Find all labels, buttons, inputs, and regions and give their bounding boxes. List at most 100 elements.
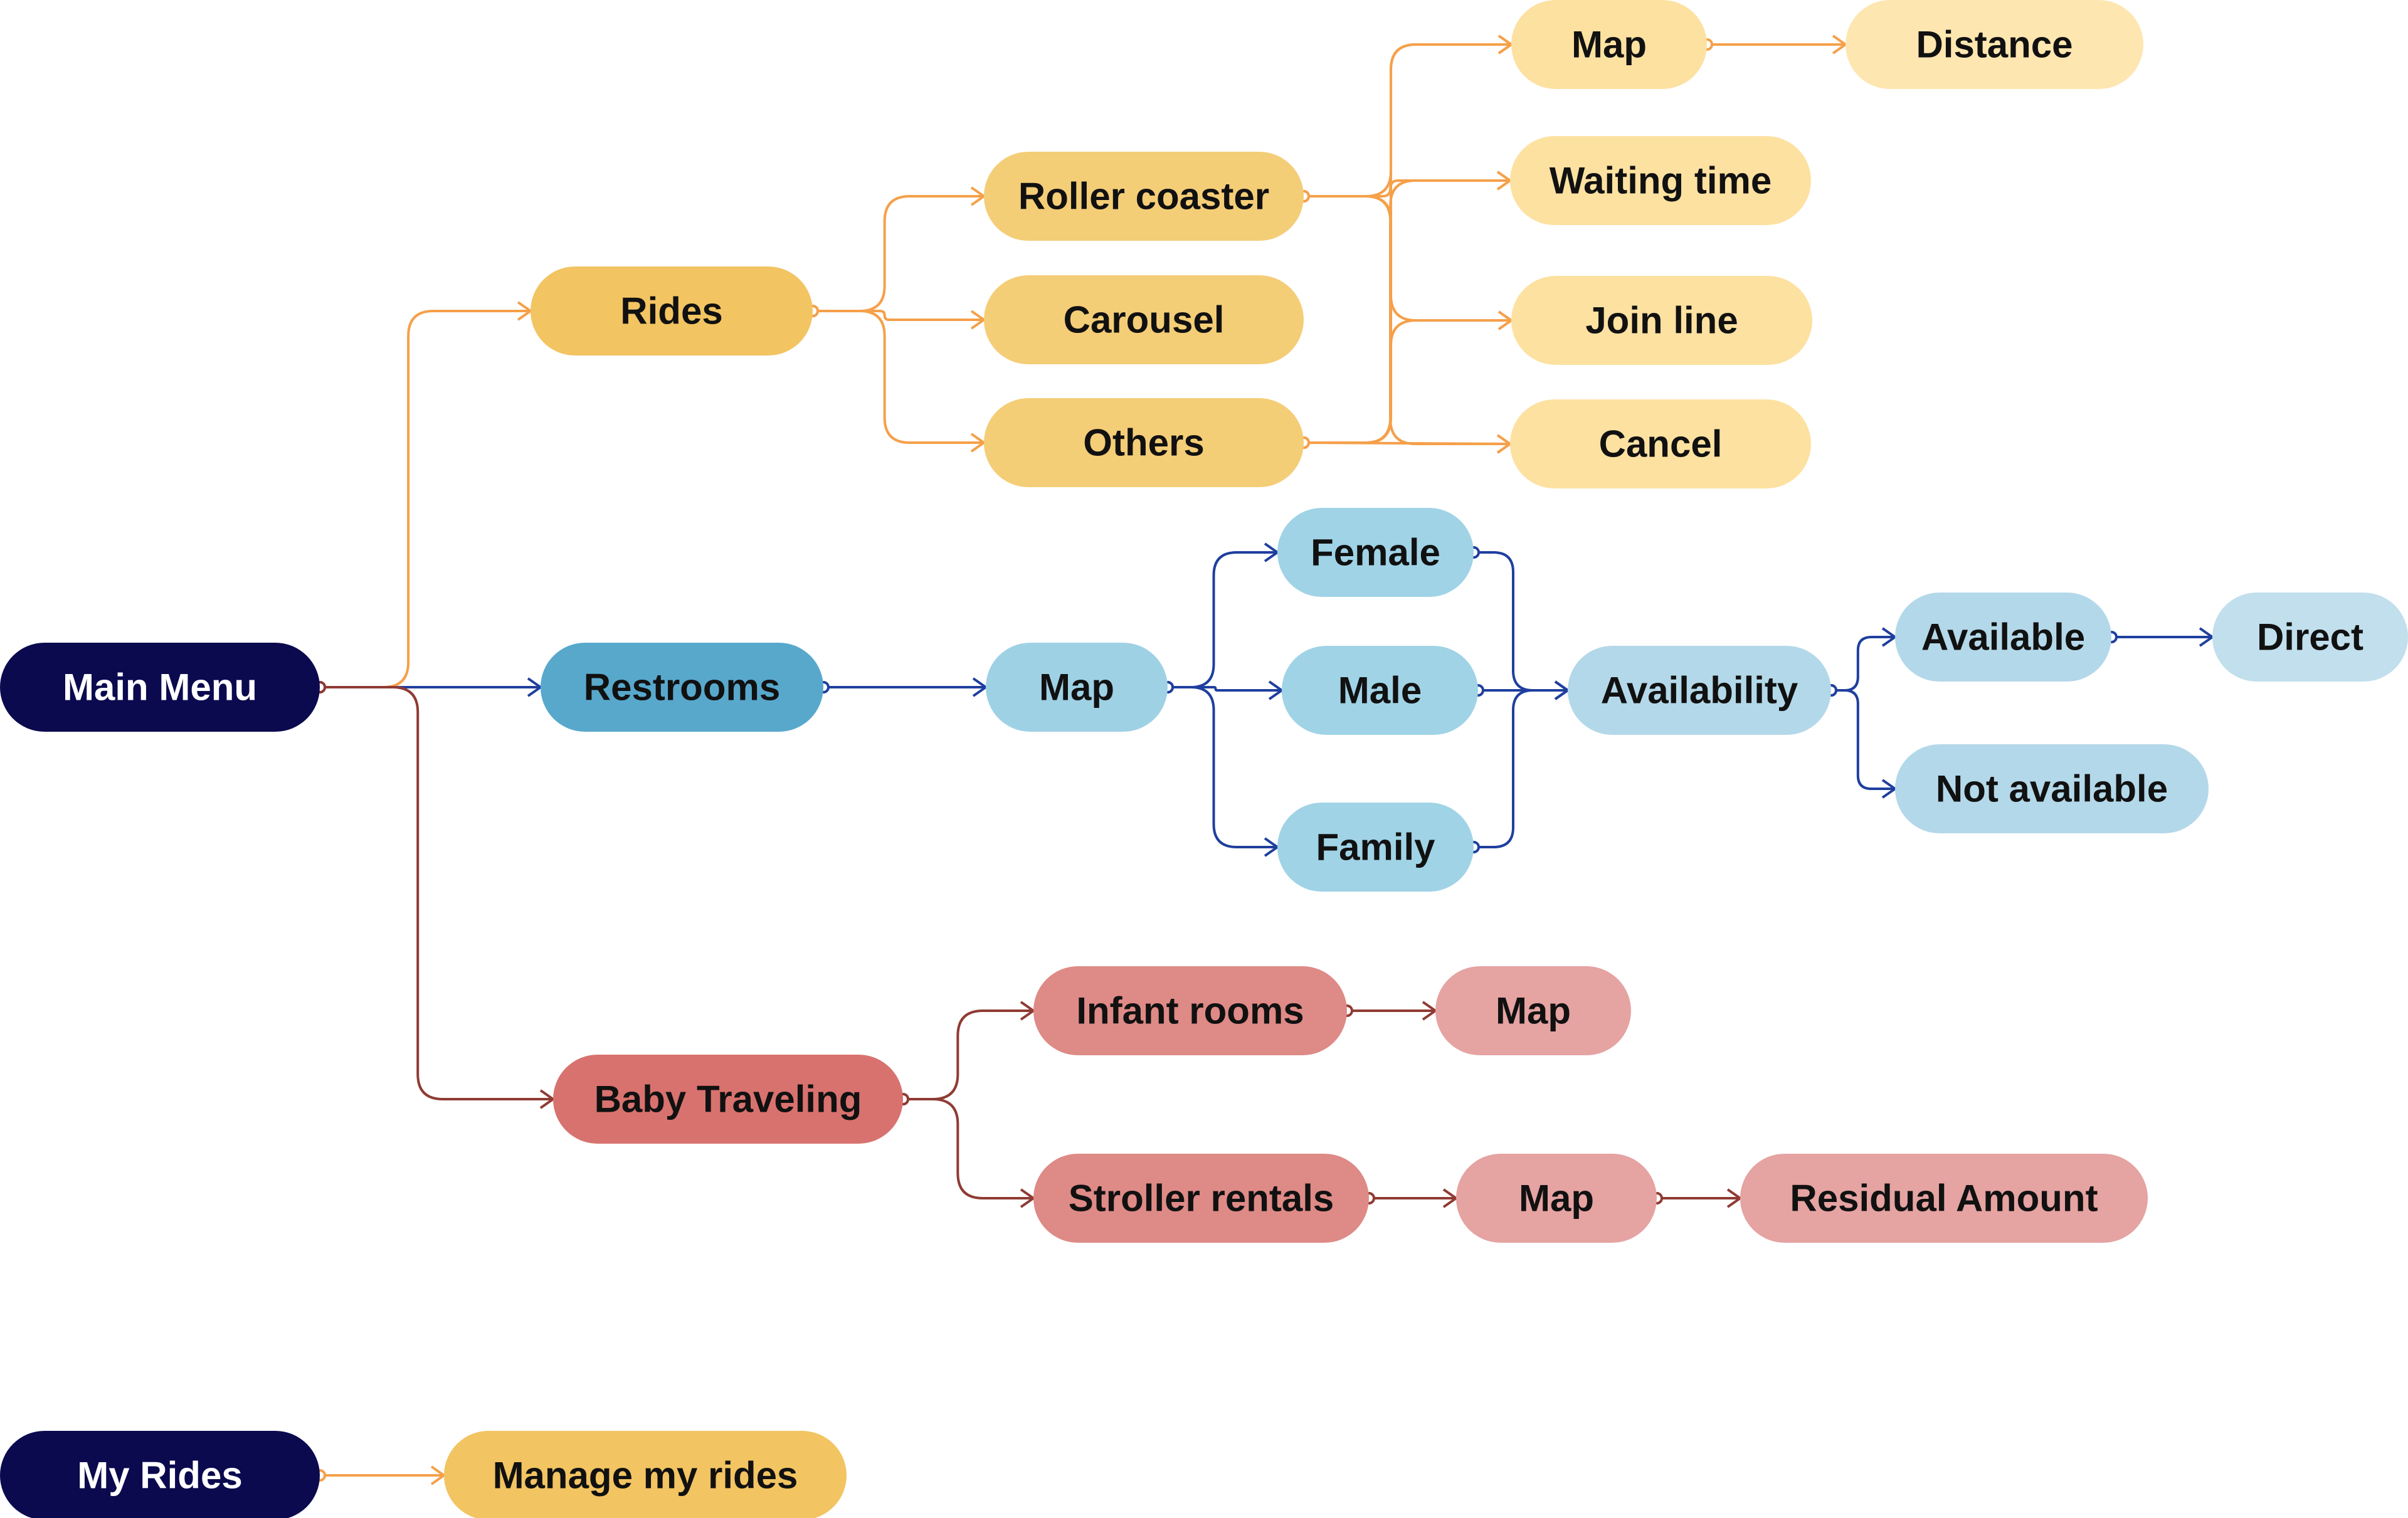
- node-restrooms-map: Map: [986, 643, 1168, 732]
- node-pill: [1511, 0, 1707, 89]
- edge-line: [813, 310, 984, 444]
- node-pill: [984, 398, 1304, 487]
- node-manage-my-rides: Manage my rides: [444, 1431, 847, 1518]
- node-label: Waiting time: [1550, 160, 1772, 202]
- edge-infant-rooms-to-infant-map: [1341, 1001, 1438, 1021]
- node-pill: [1033, 966, 1347, 1055]
- node-pill: [1435, 966, 1631, 1055]
- node-pill: [1846, 0, 2143, 89]
- node-cancel: Cancel: [1510, 399, 1811, 488]
- edge-restrooms-to-restrooms-map: [817, 677, 988, 697]
- node-label: Direct: [2257, 616, 2363, 658]
- node-label: Carousel: [1064, 299, 1225, 341]
- edge-line: [1168, 686, 1282, 692]
- node-label: Family: [1316, 826, 1435, 868]
- node-stroller-rentals: Stroller rentals: [1033, 1154, 1369, 1243]
- node-label: Restrooms: [584, 667, 780, 709]
- node-pill: [1895, 744, 2209, 833]
- node-pill: [1510, 399, 1811, 488]
- edge-roller-coaster-to-join-line: [1297, 190, 1514, 330]
- node-waiting-time: Waiting time: [1510, 136, 1811, 225]
- node-pill: [553, 1055, 903, 1144]
- node-label: Map: [1496, 990, 1571, 1032]
- node-label: Availability: [1601, 670, 1798, 712]
- node-carousel: Carousel: [984, 275, 1304, 364]
- node-label: Map: [1519, 1178, 1594, 1220]
- edge-line: [1474, 551, 1568, 692]
- edge-line: [1168, 686, 1277, 848]
- node-label: Distance: [1916, 24, 2073, 66]
- node-my-rides: My Rides: [0, 1431, 320, 1518]
- edge-others-to-cancel: [1297, 434, 1513, 454]
- node-pill: [0, 643, 320, 732]
- edge-restrooms-map-to-female: [1161, 542, 1280, 693]
- edge-main-menu-to-baby-traveling: [314, 681, 556, 1109]
- edge-rides-to-others: [806, 305, 986, 453]
- node-label: Map: [1571, 24, 1647, 66]
- node-rides: Rides: [531, 266, 813, 356]
- edge-stroller-map-to-residual-amount: [1650, 1188, 1743, 1208]
- node-pill: [1895, 593, 2111, 682]
- node-pill: [1456, 1154, 1657, 1243]
- node-pill: [984, 152, 1304, 241]
- edge-line: [320, 310, 531, 688]
- node-label: Map: [1039, 667, 1114, 709]
- node-label: Main Menu: [63, 667, 257, 709]
- node-pill: [1033, 1154, 1369, 1243]
- edge-availability-to-not-available: [1825, 684, 1898, 799]
- node-label: Others: [1083, 422, 1204, 464]
- node-available: Available: [1895, 593, 2111, 682]
- edge-line: [813, 195, 984, 312]
- edge-baby-traveling-to-infant-rooms: [897, 1001, 1036, 1105]
- node-label: Manage my rides: [493, 1455, 798, 1497]
- node-label: Residual Amount: [1790, 1178, 2098, 1220]
- node-infant-rooms: Infant rooms: [1033, 966, 1347, 1055]
- edge-restrooms-map-to-male: [1161, 680, 1284, 700]
- node-label: Infant rooms: [1076, 990, 1304, 1032]
- edge-female-to-availability: [1467, 546, 1570, 700]
- node-label: Female: [1311, 532, 1440, 574]
- node-stroller-map: Map: [1456, 1154, 1657, 1243]
- node-pill: [1510, 136, 1811, 225]
- node-label: Rides: [620, 290, 722, 332]
- node-pill: [984, 275, 1304, 364]
- node-pill: [541, 643, 823, 732]
- node-join-line: Join line: [1511, 276, 1812, 365]
- edge-line: [1304, 179, 1510, 198]
- edge-rides-to-carousel: [806, 305, 986, 330]
- edge-rides-map-to-distance: [1701, 34, 1848, 55]
- node-not-available: Not available: [1895, 744, 2209, 833]
- edge-baby-traveling-to-stroller-rentals: [897, 1093, 1036, 1208]
- edge-availability-to-available: [1825, 627, 1898, 697]
- node-label: Not available: [1936, 768, 2168, 810]
- edge-line: [1304, 195, 1511, 322]
- node-rides-map: Map: [1511, 0, 1707, 89]
- node-pill: [986, 643, 1168, 732]
- node-roller-coaster: Roller coaster: [984, 152, 1304, 241]
- node-label: Available: [1921, 616, 2085, 658]
- edge-line: [1168, 551, 1277, 688]
- node-pill: [2212, 593, 2408, 682]
- edge-line: [903, 1098, 1033, 1199]
- node-pill: [0, 1431, 320, 1518]
- node-label: Roller coaster: [1018, 176, 1269, 218]
- edge-line: [1474, 689, 1568, 848]
- node-female: Female: [1277, 508, 1474, 597]
- edge-family-to-availability: [1467, 680, 1570, 853]
- node-pill: [444, 1431, 847, 1518]
- edge-line: [320, 686, 553, 1100]
- node-label: My Rides: [77, 1455, 242, 1497]
- node-pill: [1568, 646, 1831, 735]
- edge-line: [1831, 689, 1895, 790]
- edge-line: [1831, 636, 1895, 692]
- node-baby-traveling: Baby Traveling: [553, 1055, 903, 1144]
- edge-line: [813, 310, 984, 321]
- edge-restrooms-map-to-family: [1161, 681, 1280, 857]
- edge-stroller-rentals-to-stroller-map: [1363, 1188, 1459, 1208]
- node-label: Male: [1338, 670, 1422, 712]
- edge-line: [1304, 179, 1510, 444]
- node-family: Family: [1277, 803, 1474, 892]
- node-label: Cancel: [1599, 423, 1723, 465]
